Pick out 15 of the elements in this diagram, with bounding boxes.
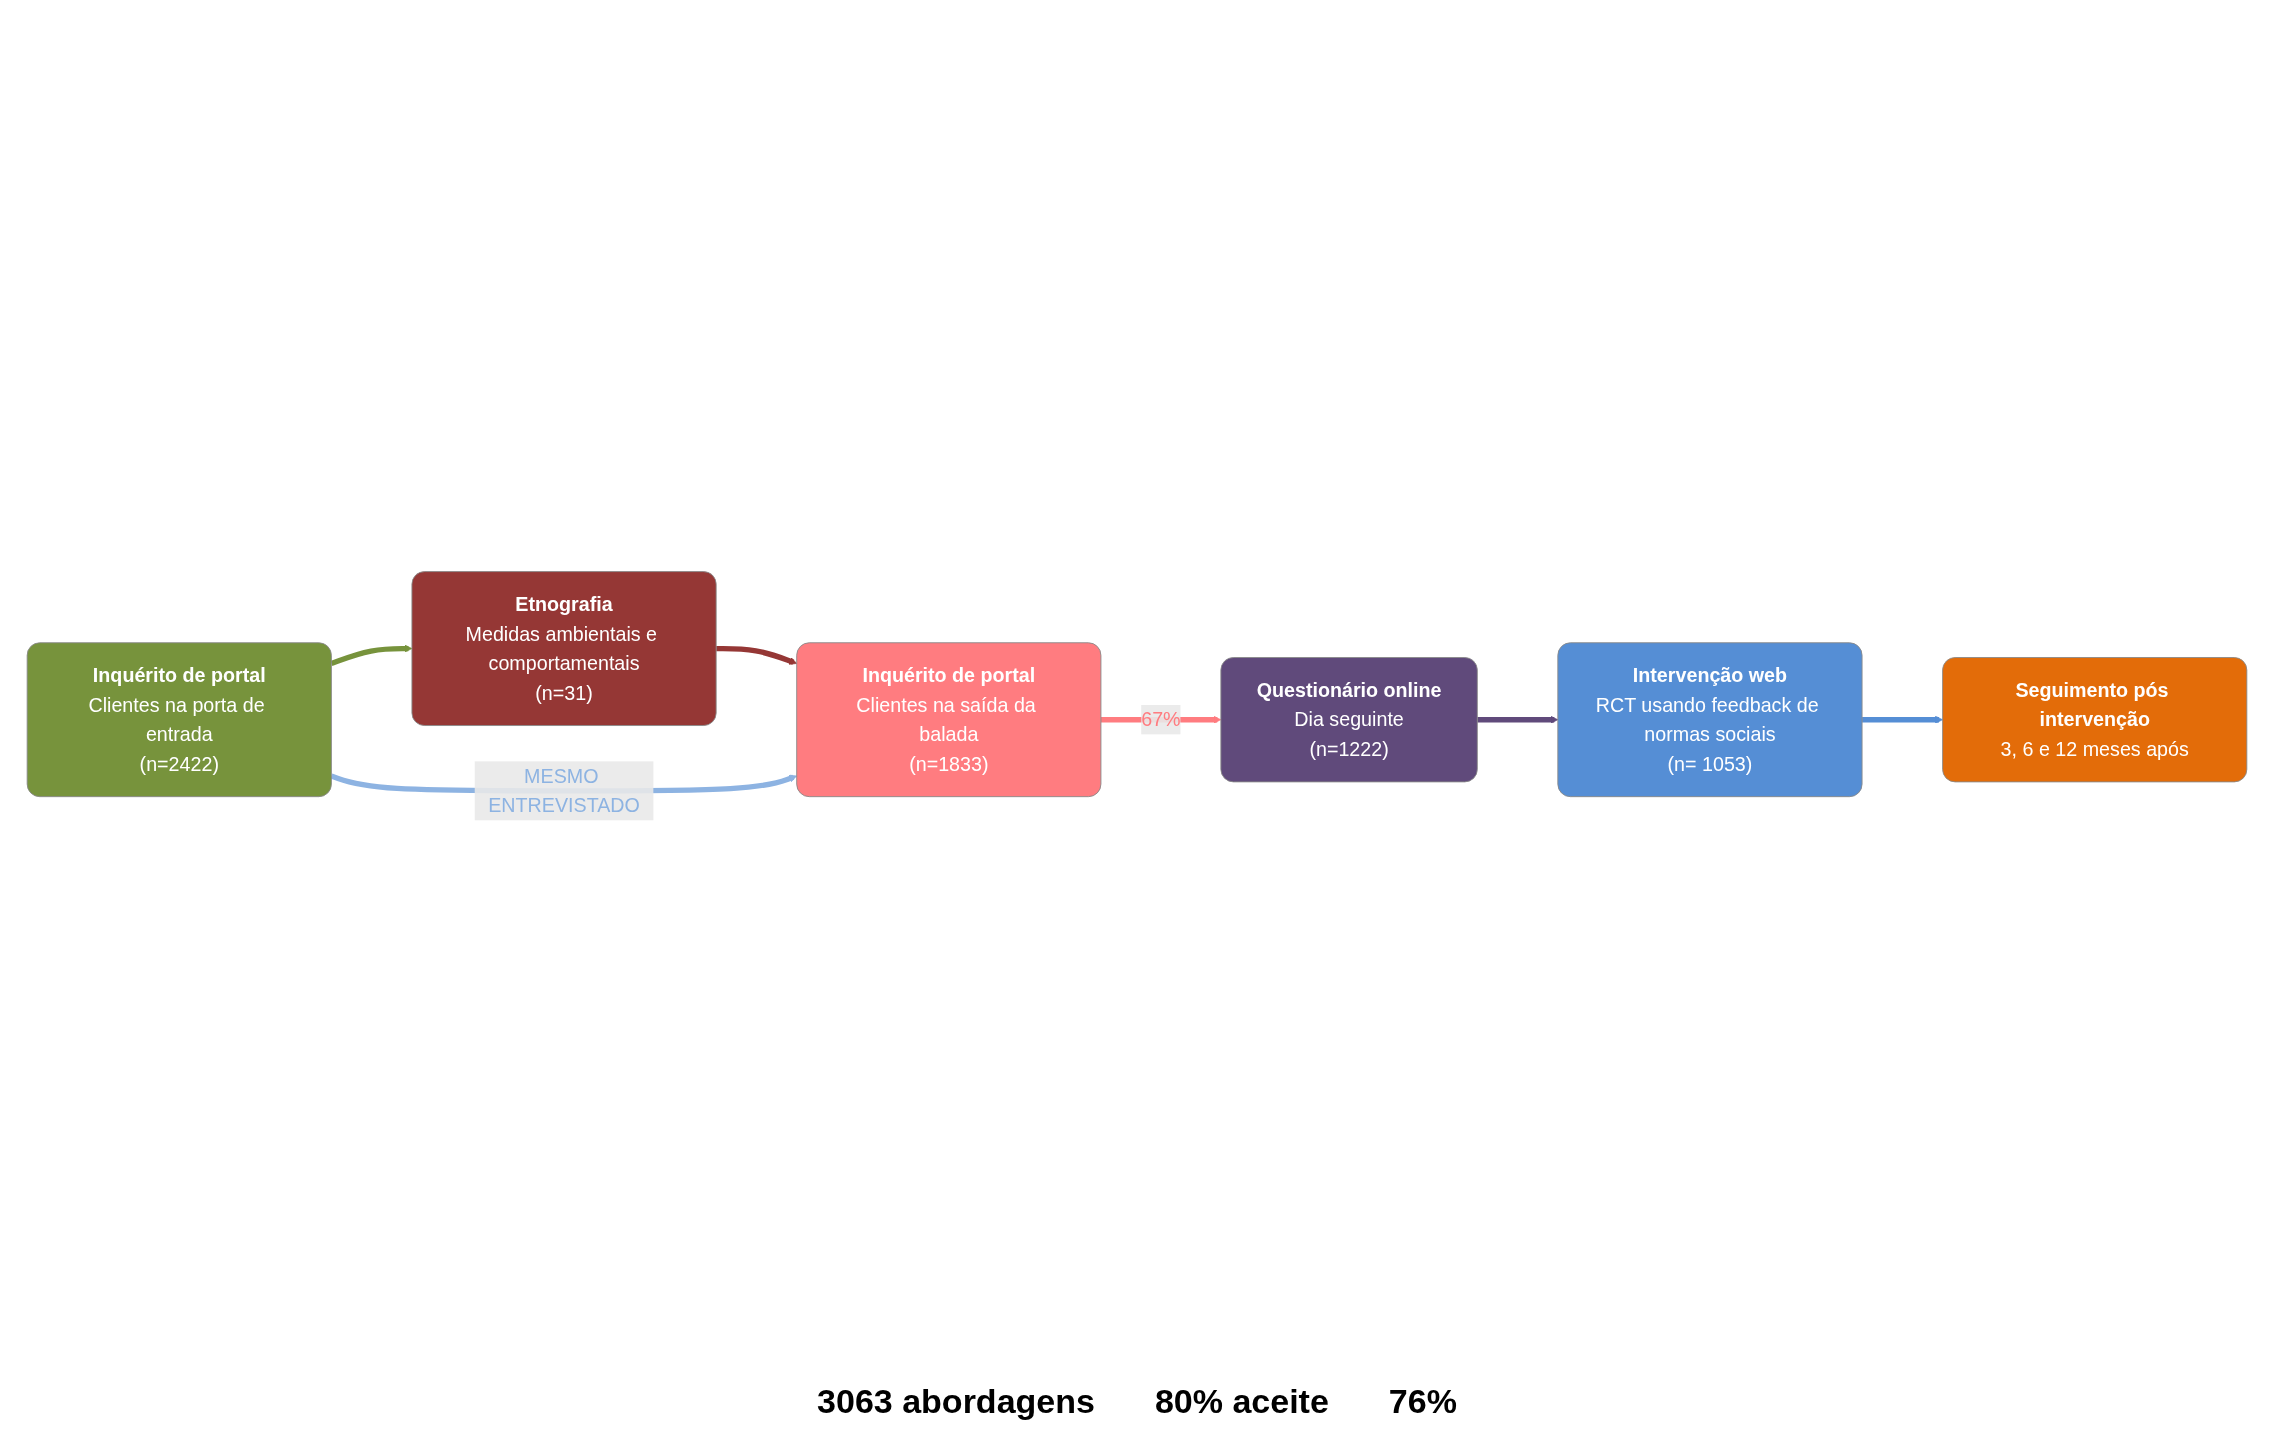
arrow — [1477, 715, 1559, 724]
arrow — [716, 645, 798, 665]
node-box: Intervenção web RCT usando feedback de normas sociais (n= 1053) — [1557, 642, 1863, 798]
node-box: Inquérito de portal Clientes na porta de entrada (n=2422) — [26, 642, 332, 798]
node-note: 80% aceite — [1154, 1382, 1329, 1421]
node-box: Etnografia Medidas ambientais e comportamentais (n=31) — [411, 571, 717, 726]
node-box: Inquérito de portal Clientes na saída da balada (n=1833) — [796, 642, 1102, 798]
node-note: 3063 abordagens — [817, 1382, 1095, 1421]
edge-label: MESMO ENTREVISTADO — [488, 764, 640, 817]
node-box: Questionário online Dia seguinte (n=1222) — [1220, 657, 1478, 783]
edge-label: 67% — [1141, 708, 1181, 731]
node-box: Seguimento pós intervenção 3, 6 e 12 meses após — [1942, 657, 2248, 783]
arrow — [1862, 715, 1943, 724]
percentage-label: 76% — [1388, 1382, 1457, 1421]
arrow — [330, 644, 413, 666]
